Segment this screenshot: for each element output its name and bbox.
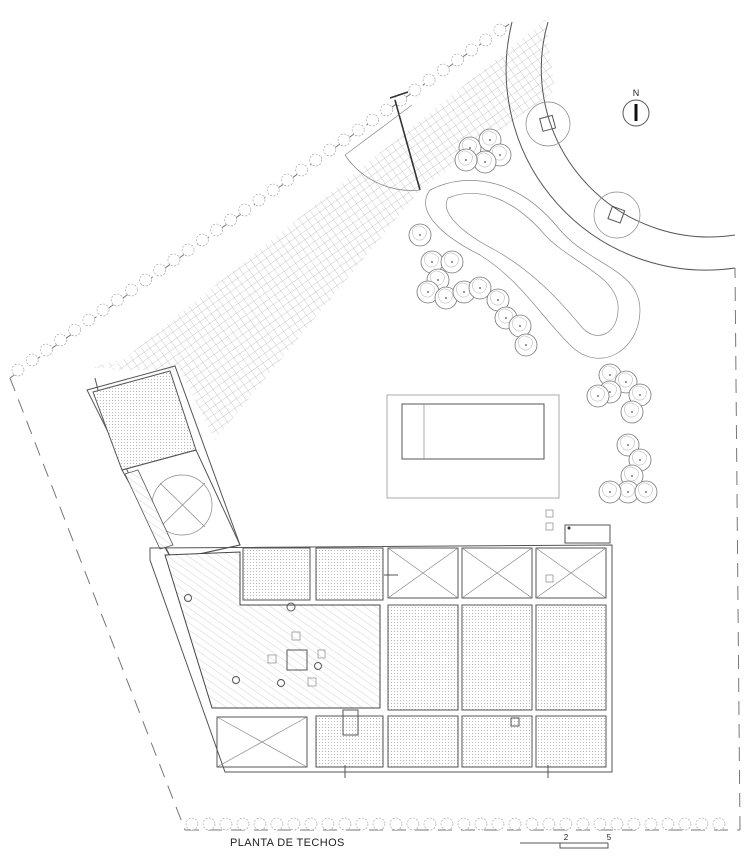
house-angled-wing: [86, 365, 241, 561]
north-arrow: N: [622, 88, 650, 127]
terrace-furniture: [184, 594, 326, 687]
driveway-trees: [525, 101, 641, 239]
scale-bar: 2 5: [520, 833, 612, 849]
garden-pond: [425, 180, 641, 359]
entrance-gate: [344, 91, 421, 191]
hedge-south: [185, 817, 726, 831]
skylight-panels: [216, 547, 607, 768]
house-main-body: [94, 377, 613, 778]
swimming-pool: [386, 394, 560, 499]
circular-driveway: [505, 21, 736, 271]
scale-label-2: 2: [564, 833, 569, 842]
garden-trees: [408, 128, 658, 504]
drawing-title: PLANTA DE TECHOS: [230, 837, 345, 849]
paving-grid-area: [110, 20, 555, 440]
covered-terrace: [164, 551, 381, 709]
north-label: N: [633, 88, 640, 98]
scale-label-5: 5: [607, 833, 612, 842]
